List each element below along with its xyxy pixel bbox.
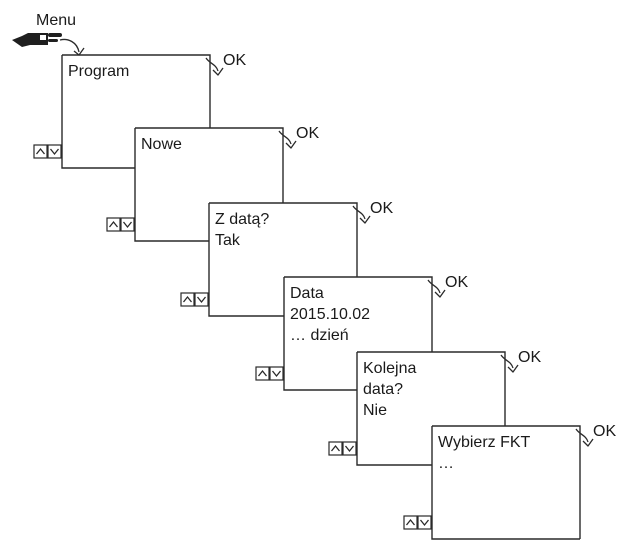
step-text-line: Nowe (141, 136, 182, 153)
step-text-line: Tak (215, 232, 241, 249)
ok-label: OK (296, 125, 319, 142)
step-text-line: Data (290, 285, 324, 302)
curved-arrow-icon (427, 279, 446, 298)
curved-arrow-icon (205, 57, 224, 76)
step-text-line: 2015.10.02 (290, 306, 370, 323)
menu-step-4: OK Data 2015.10.02 … dzień (255, 274, 468, 391)
step-text-line: … dzień (290, 327, 349, 344)
up-down-arrow-buttons-icon (33, 144, 62, 159)
curved-arrow-icon (352, 205, 371, 224)
ok-label: OK (593, 423, 616, 440)
screen-outline (61, 54, 211, 169)
menu-step-3: OK Z datą? Tak (180, 200, 393, 317)
screen-outline (134, 127, 284, 242)
ok-label: OK (445, 274, 468, 291)
screen-outline (283, 276, 433, 391)
screen-outline (356, 351, 506, 466)
curved-arrow-icon (500, 354, 519, 373)
menu-step-2: OK Nowe (106, 125, 319, 242)
up-down-arrow-buttons-icon (403, 515, 432, 530)
menu-step-1: OK Program (33, 52, 246, 169)
step-text-line: Nie (363, 402, 387, 419)
step-text-line: Kolejna (363, 360, 416, 377)
menu-step-5: OK Kolejna data? Nie (328, 349, 541, 466)
curved-arrow-icon (59, 38, 85, 56)
up-down-arrow-buttons-icon (328, 441, 357, 456)
step-text-line: Wybierz FKT (438, 434, 531, 451)
screen-outline (431, 425, 581, 540)
ok-label: OK (518, 349, 541, 366)
step-text-line: … (438, 455, 454, 472)
step-text-line: Z datą? (215, 211, 269, 228)
up-down-arrow-buttons-icon (180, 292, 209, 307)
step-text-line: data? (363, 381, 403, 398)
curved-arrow-icon (278, 130, 297, 149)
ok-label: OK (223, 52, 246, 69)
step-text-line: Program (68, 63, 129, 80)
menu-label: Menu (36, 12, 76, 29)
curved-arrow-icon (575, 428, 594, 447)
ok-label: OK (370, 200, 393, 217)
screen-outline (208, 202, 358, 317)
up-down-arrow-buttons-icon (106, 217, 135, 232)
menu-step-6: OK Wybierz FKT … (403, 423, 616, 540)
up-down-arrow-buttons-icon (255, 366, 284, 381)
pointing-hand-icon (12, 33, 62, 47)
